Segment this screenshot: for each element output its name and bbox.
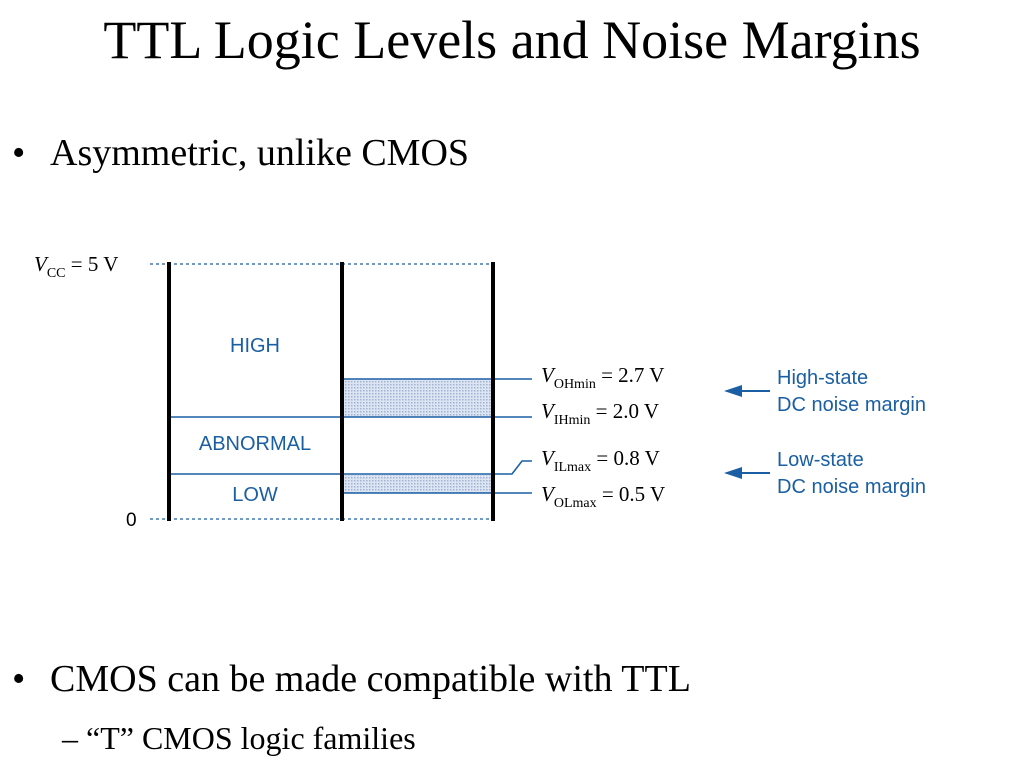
region-high-label: HIGH — [230, 335, 280, 357]
low-margin-label-line2: DC noise margin — [777, 476, 926, 498]
bullet-symbol: • — [12, 658, 26, 700]
low-margin-arrow — [724, 467, 770, 479]
vol-label: VOLmax = 0.5 V — [541, 482, 665, 511]
zero-label: 0 — [126, 510, 137, 531]
high-margin-label-line1: High-state — [777, 367, 868, 389]
slide-title: TTL Logic Levels and Noise Margins — [103, 10, 921, 70]
vcc-label: VCC = 5 V — [34, 252, 118, 281]
high-noise-margin-band — [343, 379, 491, 417]
bullet-asymmetric: • Asymmetric, unlike CMOS — [12, 130, 469, 176]
voh-label: VOHmin = 2.7 V — [541, 363, 664, 392]
bullet-text: CMOS can be made compatible with TTL — [50, 658, 691, 700]
low-noise-margin-band — [343, 475, 491, 493]
low-margin-label-line1: Low-state — [777, 449, 864, 471]
vil-leader — [492, 460, 532, 475]
vil-label: VILmax = 0.8 V — [541, 446, 660, 475]
region-abnormal-label: ABNORMAL — [199, 433, 311, 455]
region-low-label: LOW — [232, 484, 278, 506]
sub-bullet-t-cmos: – “T” CMOS logic families — [62, 720, 416, 756]
bullet-text: Asymmetric, unlike CMOS — [50, 132, 470, 174]
high-margin-label-line2: DC noise margin — [777, 394, 926, 416]
vih-label: VIHmin = 2.0 V — [541, 399, 659, 428]
high-margin-arrow — [724, 385, 770, 397]
bullet-symbol: • — [12, 132, 26, 174]
bullet-cmos-compatible: • CMOS can be made compatible with TTL — [12, 656, 691, 702]
